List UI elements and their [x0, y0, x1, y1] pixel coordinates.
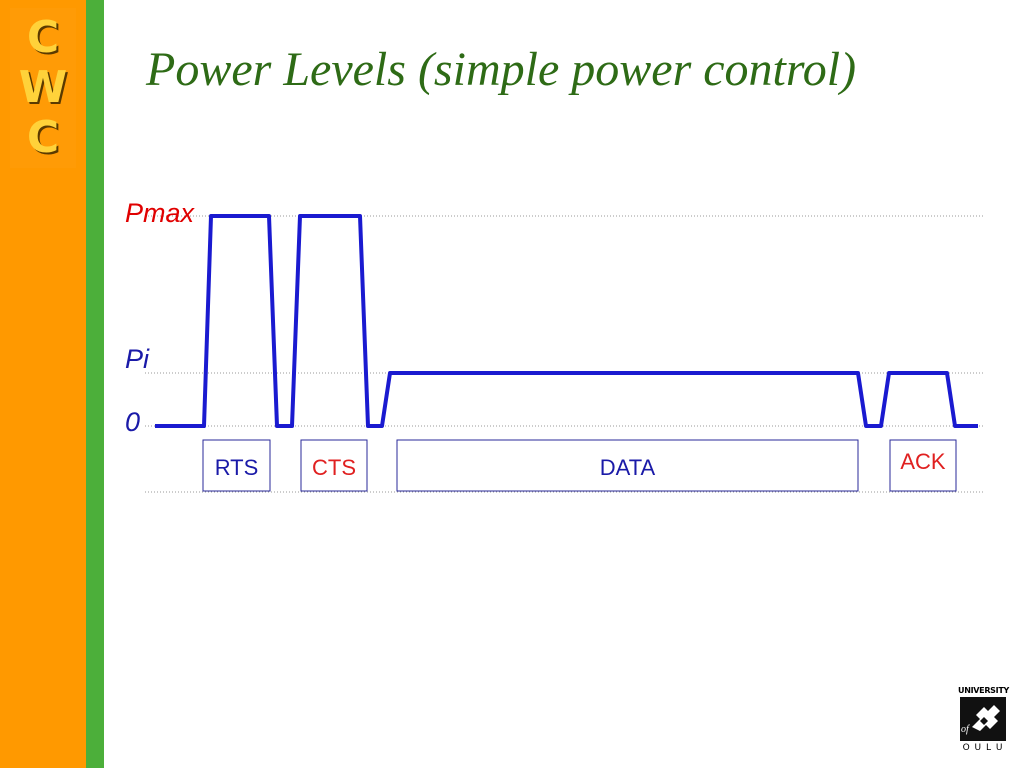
rts-label: RTS [214, 455, 259, 480]
university-logo-top-text: UNIVERSITY [958, 686, 1009, 695]
cts-frame-box [300, 439, 368, 492]
cwc-logo-letter-2: W [18, 62, 68, 113]
power-signal-trace [155, 214, 978, 428]
slide-title: Power Levels (simple power control) [146, 43, 857, 96]
ack-frame-box [889, 439, 957, 492]
cwc-logo-letter-1: C [26, 12, 60, 63]
sidebar-green-stripe [86, 0, 104, 768]
university-logo-emblem-icon [960, 697, 1006, 741]
data-frame-box [396, 439, 859, 492]
cts-label: CTS [312, 455, 356, 480]
pmax-label: Pmax [125, 198, 195, 228]
cwc-logo: C W C [10, 8, 76, 168]
cwc-logo-letter-3: C [26, 112, 60, 163]
university-of-oulu-logo: UNIVERSITY of O U L U [958, 686, 1009, 754]
ack-label: ACK [900, 449, 946, 474]
pi-label: Pi [125, 344, 150, 374]
university-logo-bottom-text: O U L U [962, 743, 1004, 753]
zero-label: 0 [125, 407, 141, 437]
data-label: DATA [599, 455, 656, 480]
university-logo-of-text: of [961, 724, 969, 735]
rts-frame-box [202, 439, 271, 492]
